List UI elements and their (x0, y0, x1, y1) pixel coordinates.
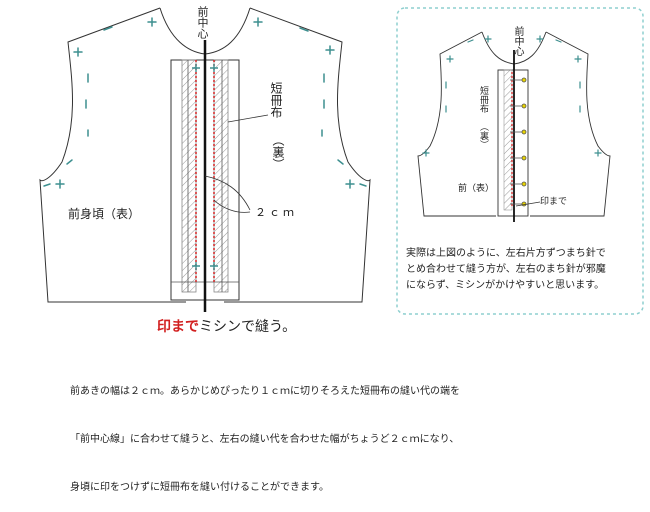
main-seam-marks (43, 17, 367, 189)
inset-label-mark: 印まで (540, 197, 568, 207)
main-bodice (39, 7, 371, 303)
bottom-caption: 前あきの幅は２ｃｍ。あらかじめぴったり１ｃｍに切りそろえた短冊布の縫い代の端を … (70, 352, 460, 512)
inset-seam-marks (422, 35, 602, 157)
diagram-canvas (39, 7, 644, 315)
inset-note-line: とめ合わせて縫う方が、左右のまち針が邪魔 (406, 264, 606, 275)
inset-frame (396, 7, 644, 315)
inset-mark-leader (515, 201, 541, 207)
inset-label-ura: （裏） (478, 122, 488, 149)
main-placket (170, 40, 240, 312)
inset-note-line: にならず、ミシンがかけやすいと思います。 (406, 280, 605, 291)
stitch-note: 印までミシンで縫う。 (157, 320, 296, 334)
main-bodice-left-outline (39, 7, 206, 303)
inset-pins (510, 77, 527, 207)
inset-bodice (417, 31, 611, 217)
placket-leader (227, 114, 269, 123)
main-label-placket: 短冊布 (269, 82, 283, 118)
main-label-front-center: 前中心 (196, 6, 209, 39)
main-bodice-right-outline (204, 7, 371, 303)
main-leaders (204, 114, 269, 213)
inset-placket (497, 50, 541, 222)
caption-line: 前あきの幅は２ｃｍ。あらかじめぴったり１ｃｍに切りそろえた短冊布の縫い代の端を (70, 386, 460, 397)
inset-note-line: 実際は上図のように、左右片方ずつまち針で (406, 248, 606, 259)
stitch-note-rest: ミシンで縫う。 (199, 319, 297, 335)
stitch-note-red: 印まで (157, 319, 199, 335)
inset-label-placket: 短冊布 (478, 86, 488, 113)
caption-line: 身頃に印をつけずに短冊布を縫い付けることができます。 (70, 482, 329, 493)
width-leader-top (204, 175, 251, 211)
inset-label-front-center: 前中心 (512, 26, 523, 56)
main-label-ura: （裏） (271, 134, 285, 170)
main-label-width: ２ｃｍ (255, 206, 297, 219)
width-leader-bottom (213, 199, 251, 213)
main-label-body: 前身頃（表） (68, 207, 141, 221)
inset-note: 実際は上図のように、左右片方ずつまち針で とめ合わせて縫う方が、左右のまち針が邪… (406, 246, 644, 294)
caption-line: 「前中心線」に合わせて縫うと、左右の縫い代を合わせた幅がちょうど２ｃｍになり、 (70, 434, 460, 445)
inset-label-body: 前（表） (458, 184, 495, 194)
